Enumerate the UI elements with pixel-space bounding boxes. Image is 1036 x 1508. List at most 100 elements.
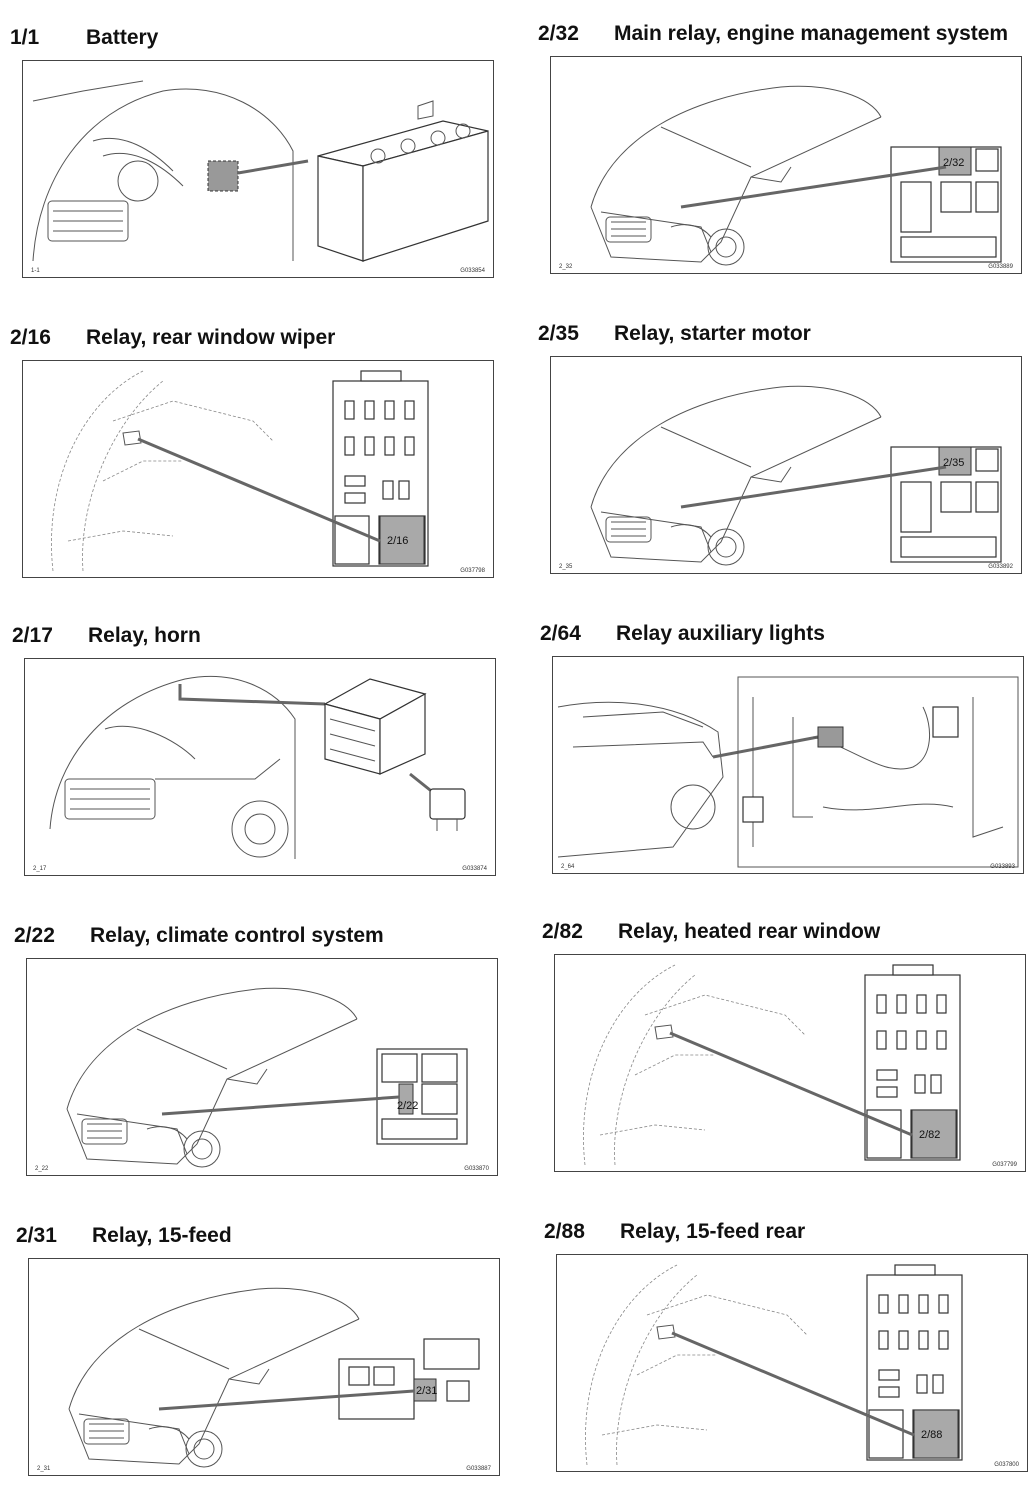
entry-title: Relay auxiliary lights (616, 622, 825, 645)
entry-code: 2/16 (10, 326, 51, 349)
fuse-box-drawing (338, 1338, 480, 1420)
entry-heading: 2/22 Relay, climate control system (14, 918, 514, 954)
entry-heading: 2/64 Relay auxiliary lights (540, 616, 1036, 652)
entry-code: 2/88 (544, 1220, 585, 1243)
car-rear-interior-drawing (585, 1264, 808, 1466)
entry-code: 2/22 (14, 924, 55, 947)
figure-label: 2_17 (33, 866, 47, 872)
entry-code: 1/1 (10, 26, 40, 49)
entry-heading: 2/82 Relay, heated rear window (542, 914, 1036, 950)
entry-code: 2/82 (542, 920, 583, 943)
battery-drawing (317, 100, 489, 262)
location-drawing: 2/82 (583, 964, 961, 1166)
location-illustration: 2/35 2_35 G033892 (550, 356, 1022, 574)
figure-number: G033892 (988, 564, 1013, 570)
svg-text:2/82: 2/82 (919, 1129, 940, 1141)
location-drawing: 2/35 (590, 385, 1002, 566)
figure-number: G033889 (988, 264, 1013, 270)
relay-entry: 2/32 Main relay, engine management system… (538, 16, 1028, 306)
svg-text:2/31: 2/31 (416, 1385, 437, 1397)
figure-number: G037799 (992, 1162, 1017, 1168)
entry-code: 2/17 (12, 624, 53, 647)
relay-box-drawing (323, 678, 427, 775)
car-side-drawing (557, 701, 724, 858)
figure-label: 2_32 (559, 264, 573, 270)
figure-number: G033874 (462, 866, 487, 872)
svg-text:2/16: 2/16 (387, 535, 408, 547)
svg-text:2/35: 2/35 (943, 457, 964, 469)
location-illustration: 2/22 2_22 G033870 (26, 958, 498, 1176)
entry-title: Relay, 15-feed (92, 1224, 232, 1247)
location-drawing (557, 676, 1019, 868)
entry-code: 2/31 (16, 1224, 57, 1247)
relay-drawing (429, 788, 466, 831)
svg-text:2/22: 2/22 (397, 1100, 418, 1112)
entry-title: Relay, climate control system (90, 924, 384, 947)
engine-bay-drawing (49, 675, 296, 859)
entry-heading: 1/1 Battery (10, 20, 510, 56)
location-drawing: 2/32 (590, 85, 1002, 266)
location-drawing: 2/22 (66, 987, 468, 1168)
car-rear-interior-drawing (583, 964, 806, 1166)
figure-number: G033854 (460, 268, 485, 274)
location-drawing: 2/16 (51, 370, 429, 572)
car-front-drawing (68, 1287, 360, 1468)
svg-text:2/32: 2/32 (943, 157, 964, 169)
figure-label: 2_64 (561, 864, 575, 870)
relay-entry: 2/22 Relay, climate control system 2/22 2_… (14, 918, 504, 1208)
figure-label: 2_31 (37, 1466, 51, 1472)
entry-code: 2/35 (538, 322, 579, 345)
car-front-drawing (66, 987, 358, 1168)
figure-label: 2_22 (35, 1166, 49, 1172)
entry-title: Battery (86, 26, 159, 49)
location-drawing (49, 675, 466, 859)
entry-title: Relay, heated rear window (618, 920, 881, 943)
relay-entry: 2/17 Relay, horn 2_17 G033874 (12, 618, 502, 908)
entry-heading: 2/88 Relay, 15-feed rear (544, 1214, 1036, 1250)
relay-entry: 2/31 Relay, 15-feed 2/31 2_31 G033887 (16, 1218, 506, 1508)
figure-number: G037798 (460, 568, 485, 574)
entry-code: 2/32 (538, 22, 579, 45)
figure-number: G033887 (466, 1466, 491, 1472)
location-drawing (32, 80, 489, 262)
svg-text:2/88: 2/88 (921, 1429, 942, 1441)
location-illustration: 1-1 G033854 (22, 60, 494, 278)
entry-code: 2/64 (540, 622, 581, 645)
figure-number: G033870 (464, 1166, 489, 1172)
location-drawing: 2/31 (68, 1287, 480, 1468)
engine-compartment-drawing (737, 676, 1019, 868)
relay-entry: 2/35 Relay, starter motor 2/35 2_35 G033892 (538, 316, 1028, 606)
entry-heading: 2/35 Relay, starter motor (538, 316, 1036, 352)
fuse-box-drawing (890, 446, 1002, 563)
relay-entry: 1/1 Battery 1-1 G033854 (10, 20, 500, 310)
figure-label: 2_35 (559, 564, 573, 570)
figure-label: 1-1 (31, 268, 40, 274)
entry-title: Relay, starter motor (614, 322, 811, 345)
location-illustration: 2_17 G033874 (24, 658, 496, 876)
location-illustration: 2/32 2_32 G033889 (550, 56, 1022, 274)
entry-heading: 2/32 Main relay, engine management system (538, 16, 1036, 52)
entry-heading: 2/17 Relay, horn (12, 618, 512, 654)
figure-number: G037800 (994, 1462, 1019, 1468)
fuse-box-drawing (890, 146, 1002, 263)
entry-title: Relay, rear window wiper (86, 326, 336, 349)
entry-title: Relay, horn (88, 624, 201, 647)
car-front-drawing (590, 85, 882, 266)
location-illustration: 2/31 2_31 G033887 (28, 1258, 500, 1476)
entry-title: Main relay, engine management system (614, 22, 1009, 45)
car-rear-interior-drawing (51, 370, 274, 572)
entry-title: Relay, 15-feed rear (620, 1220, 806, 1243)
car-front-drawing (590, 385, 882, 566)
location-drawing: 2/88 (585, 1264, 963, 1466)
engine-bay-drawing (32, 80, 294, 262)
entry-heading: 2/31 Relay, 15-feed (16, 1218, 516, 1254)
entry-heading: 2/16 Relay, rear window wiper (10, 320, 510, 356)
